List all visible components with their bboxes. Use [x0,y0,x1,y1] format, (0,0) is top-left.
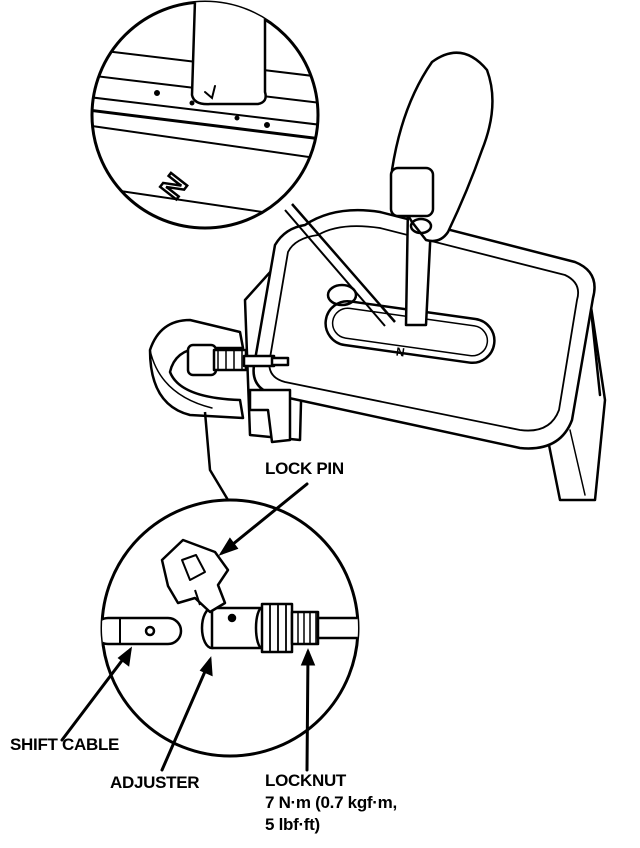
shift-cable-end [102,616,183,646]
shift-cable-label: SHIFT CABLE [10,735,120,754]
magnified-detail-bottom [100,411,360,758]
locknut-label: LOCKNUT [265,771,346,790]
lock-pin-leader [220,482,309,555]
lock-pin [160,538,230,614]
shifter-assembly [148,51,607,502]
shift-cable-leader [60,648,132,742]
locknut-leader [305,650,310,772]
adjuster-label: ADJUSTER [110,773,200,792]
adjuster [210,606,264,650]
magnified-detail-top: N [90,0,396,327]
lock-pin-label: LOCK PIN [265,459,344,478]
gear-indicator-base: N [395,345,406,360]
locknut-torque-line2: 5 lbf·ft) [265,815,320,834]
knob-button [389,166,435,218]
adjuster-leader [160,658,212,772]
cable-housing [148,318,245,420]
leader-lines [60,482,316,772]
locknut-label-group: LOCKNUT 7 N·m (0.7 kgf·m, 5 lbf·ft) [265,770,397,836]
locknut-torque-line1: 7 N·m (0.7 kgf·m, [265,793,397,812]
locknut [260,602,294,654]
